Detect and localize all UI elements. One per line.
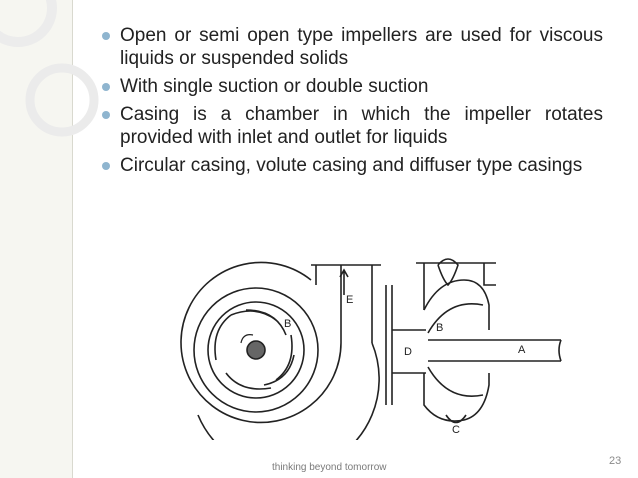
- label-c: C: [452, 424, 460, 436]
- page-number: 23: [609, 455, 622, 467]
- bullet-list: Open or semi open type impellers are use…: [98, 24, 603, 182]
- label-b-left: B: [284, 318, 291, 330]
- label-a: A: [518, 344, 526, 356]
- bullet-item: Circular casing, volute casing and diffu…: [98, 154, 603, 177]
- bullet-item: Casing is a chamber in which the impelle…: [98, 103, 603, 149]
- bullet-item: With single suction or double suction: [98, 75, 603, 98]
- diffuser-section-drawing: [385, 258, 562, 424]
- footer-tagline: thinking beyond tomorrow: [272, 462, 387, 473]
- bullet-item: Open or semi open type impellers are use…: [98, 24, 603, 70]
- left-band-divider: [72, 0, 73, 478]
- decorative-circles: [0, 0, 99, 137]
- label-d: D: [404, 346, 412, 358]
- pump-casing-diagram: E B B D A C: [180, 258, 562, 440]
- label-e: E: [346, 294, 353, 306]
- volute-casing-drawing: [180, 261, 381, 440]
- label-b-right: B: [436, 322, 443, 334]
